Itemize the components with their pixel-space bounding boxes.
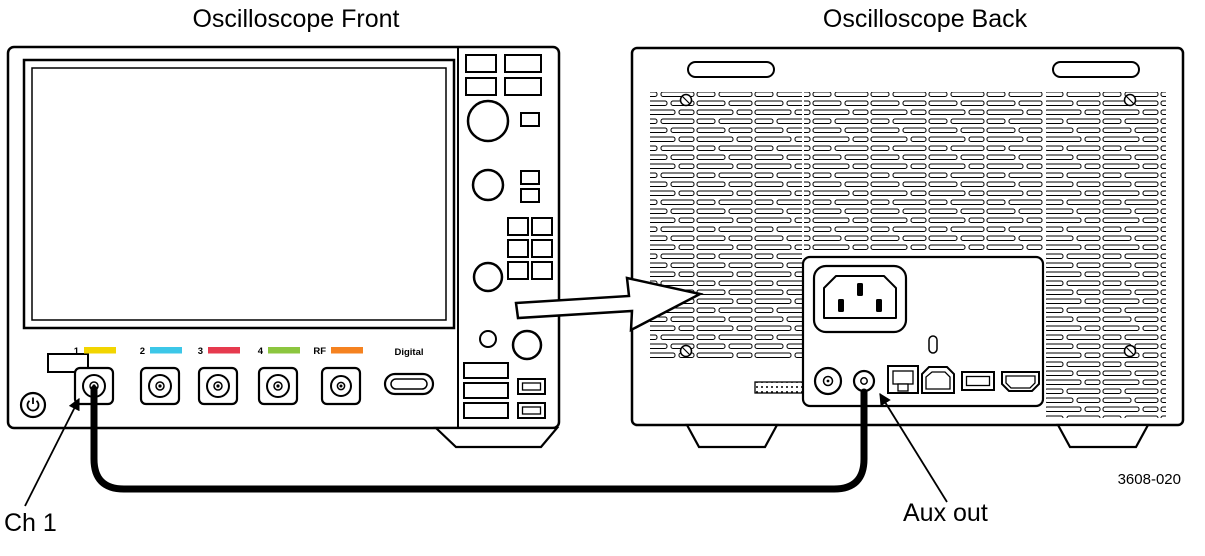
power-button-ring (19, 391, 47, 419)
vent-grille-center (804, 92, 1044, 252)
channel-color-strip (150, 347, 182, 354)
channel-label: 1 (74, 346, 80, 357)
display-screen (31, 67, 447, 321)
channel-label: 2 (140, 346, 145, 357)
front-panel: 1 2 3 4 (6, 45, 561, 449)
knob-medium (471, 168, 505, 202)
ch1-callout-label: Ch 1 (4, 509, 57, 537)
button (463, 382, 509, 399)
front-foot-right (433, 426, 560, 449)
button (520, 112, 540, 127)
power-button (19, 391, 47, 419)
channel-label: RF (313, 346, 326, 357)
rear-connector-panel (801, 255, 1045, 408)
back-title: Oscilloscope Back (823, 5, 1028, 33)
channel-color-strip (331, 347, 363, 354)
aux-out-connector (852, 369, 876, 393)
button (507, 261, 529, 280)
bnc-connector-ch3: 3 (198, 346, 240, 406)
panel-direction-arrow (514, 276, 704, 333)
ch1-pointer-arrow (24, 397, 80, 507)
screw (679, 93, 693, 107)
aux-out-callout-label: Aux out (903, 499, 988, 527)
back-panel (630, 46, 1185, 449)
security-lock-slot (928, 335, 938, 354)
aux-pointer-arrow (879, 392, 948, 503)
channel-label: 4 (258, 346, 264, 357)
screw (679, 344, 693, 358)
power-pin-center (857, 283, 863, 296)
button (504, 77, 542, 96)
handle-slot-left (687, 61, 775, 78)
usb-a-port (961, 371, 995, 391)
knob-large (466, 99, 510, 143)
front-title: Oscilloscope Front (192, 5, 399, 33)
round-connector (813, 366, 843, 396)
back-foot-right (1056, 423, 1150, 449)
ethernet-port (887, 365, 919, 394)
digital-label: Digital (394, 347, 423, 358)
button (463, 402, 509, 419)
power-icon (26, 400, 40, 412)
figure-number: 3608-020 (1118, 471, 1181, 488)
button (531, 261, 553, 280)
button (507, 239, 529, 258)
front-usb-port (517, 378, 546, 395)
button (465, 54, 497, 73)
speaker-dot-grille (754, 381, 806, 394)
bnc-connector-ch4: 4 (258, 346, 300, 406)
digital-connector: Digital (383, 347, 435, 396)
bnc-connector-ch2: 2 (140, 346, 182, 406)
power-inlet-socket (823, 275, 897, 319)
screw (1123, 93, 1137, 107)
button (465, 77, 497, 96)
power-pin-right (876, 299, 882, 312)
bnc-connector-rf: RF (313, 346, 363, 406)
control-buttons-bottom (463, 362, 509, 419)
vent-grille-left (650, 92, 802, 358)
handle-slot-right (1052, 61, 1140, 78)
hdmi-port (1001, 371, 1040, 392)
control-buttons-top (465, 54, 542, 96)
back-foot-left (685, 423, 779, 449)
power-inlet (812, 264, 908, 334)
screw (1123, 344, 1137, 358)
button (507, 217, 529, 236)
usb-b-port (921, 366, 955, 394)
button (504, 54, 542, 73)
button (531, 217, 553, 236)
indicator-circle (479, 330, 497, 348)
knob-small (472, 261, 504, 293)
channel-color-strip (208, 347, 240, 354)
button (463, 362, 509, 379)
channel-label: 3 (198, 346, 203, 357)
button (531, 239, 553, 258)
channel-color-strip (268, 347, 300, 354)
control-button-grid (507, 217, 553, 280)
button (520, 170, 540, 185)
knob-small-2 (511, 329, 543, 361)
vent-grille-right (1046, 92, 1166, 418)
bnc-cable (90, 385, 868, 493)
button (520, 188, 540, 203)
channel-color-strip (84, 347, 116, 354)
front-usb-port (517, 402, 546, 419)
power-pin-left (838, 299, 844, 312)
